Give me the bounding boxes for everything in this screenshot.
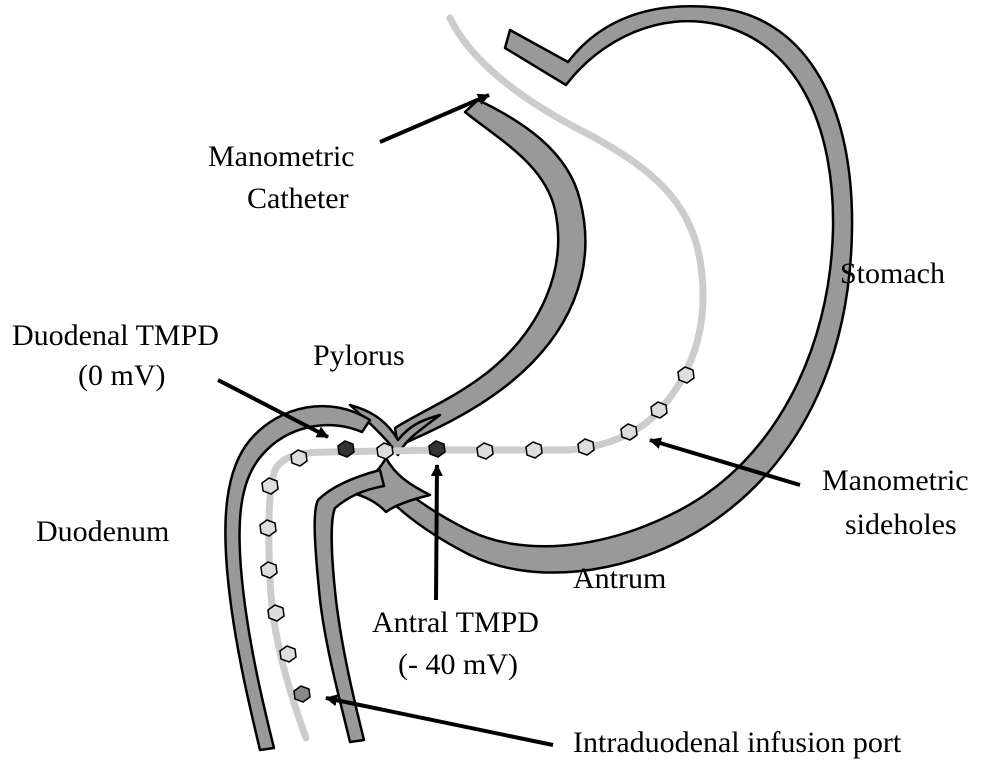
- label-manometric-catheter-1: Manometric: [208, 140, 355, 173]
- sidehole: [578, 439, 594, 455]
- label-duodenal-tmpd-2: (0 mV): [78, 359, 165, 392]
- sidehole: [651, 402, 667, 418]
- sidehole: [678, 367, 694, 383]
- arrow-antral-tmpd: [436, 465, 437, 600]
- label-antrum: Antrum: [573, 562, 666, 595]
- stomach-lesser-curvature-wall: [395, 100, 585, 446]
- sidehole: [377, 443, 393, 459]
- label-manometric-sideholes-1: Manometric: [822, 464, 969, 497]
- sidehole: [477, 443, 493, 459]
- sidehole: [268, 605, 284, 621]
- label-antral-tmpd-1: Antral TMPD: [372, 606, 539, 639]
- infusion-port: [294, 686, 310, 702]
- sidehole: [261, 562, 277, 578]
- sidehole: [262, 478, 278, 494]
- sidehole: [260, 520, 276, 536]
- label-antral-tmpd-2: (- 40 mV): [398, 648, 518, 681]
- stomach-greater-curvature-wall: [390, 6, 852, 572]
- sidehole: [291, 450, 307, 466]
- duodenal-tmpd-electrode: [338, 441, 354, 457]
- label-infusion-port: Intraduodenal infusion port: [573, 726, 902, 759]
- sidehole: [621, 424, 637, 440]
- antral-tmpd-electrode: [429, 441, 445, 457]
- sidehole: [526, 442, 542, 458]
- label-manometric-catheter-2: Catheter: [247, 182, 349, 215]
- label-manometric-sideholes-2: sideholes: [845, 508, 957, 541]
- sidehole: [280, 646, 296, 662]
- label-stomach: Stomach: [840, 257, 945, 290]
- label-duodenum: Duodenum: [36, 515, 169, 548]
- label-pylorus: Pylorus: [313, 339, 405, 372]
- label-duodenal-tmpd-1: Duodenal TMPD: [12, 319, 219, 352]
